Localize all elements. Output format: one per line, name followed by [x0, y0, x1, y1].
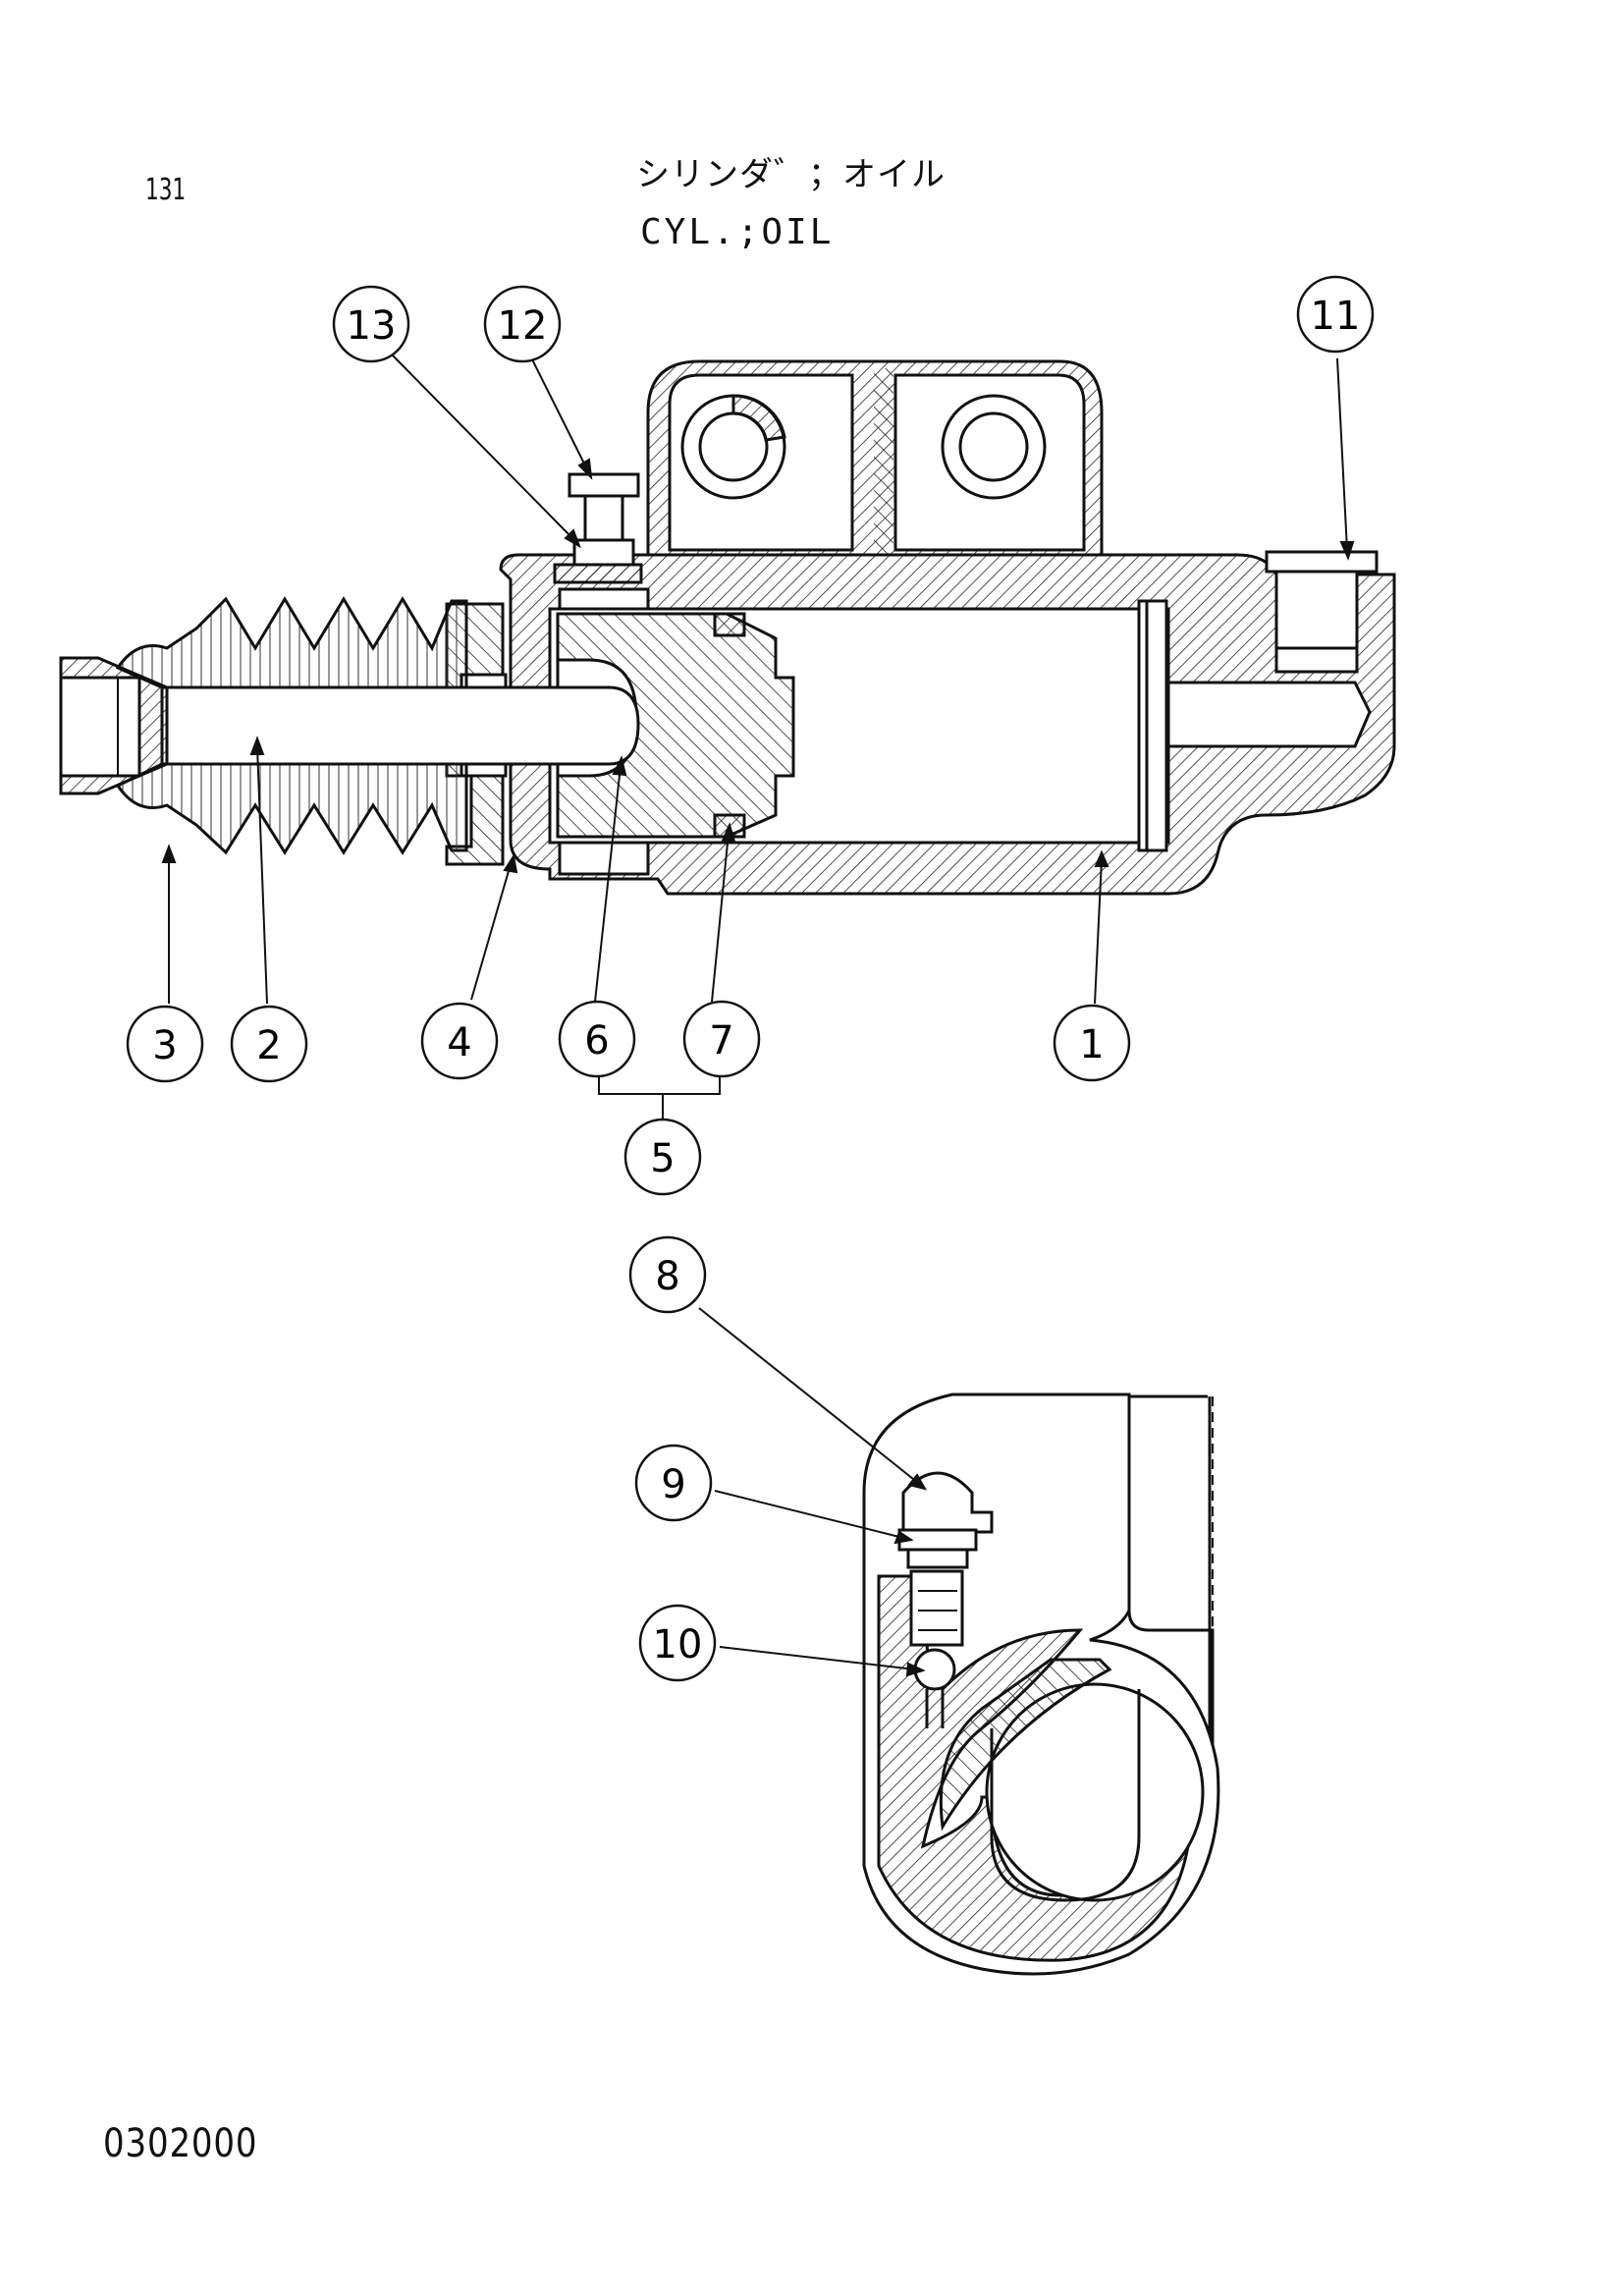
svg-text:2: 2 [256, 1023, 281, 1068]
svg-text:10: 10 [653, 1622, 703, 1667]
rod-end [59, 656, 169, 795]
svg-text:11: 11 [1311, 294, 1361, 339]
callout-12: 12 [483, 285, 562, 363]
callout-6: 6 [558, 1000, 636, 1078]
svg-text:9: 9 [661, 1462, 685, 1507]
cylinder-body [445, 359, 1396, 896]
svg-text:5: 5 [650, 1136, 675, 1181]
page-number: 131 [145, 173, 187, 207]
callout-1: 1 [1053, 1004, 1131, 1082]
callout-3: 3 [126, 1005, 204, 1083]
svg-text:4: 4 [447, 1020, 471, 1066]
push-rod [160, 685, 640, 766]
svg-text:7: 7 [709, 1018, 733, 1064]
svg-text:6: 6 [584, 1018, 609, 1064]
svg-text:13: 13 [347, 303, 397, 349]
title-english: CYL.;OIL [640, 212, 835, 252]
callout-9: 9 [634, 1444, 713, 1522]
rubber-boot [115, 596, 468, 855]
svg-text:8: 8 [655, 1254, 679, 1299]
callout-10: 10 [638, 1604, 717, 1682]
svg-text:3: 3 [152, 1023, 177, 1068]
svg-text:12: 12 [498, 303, 548, 349]
callout-4: 4 [420, 1002, 499, 1080]
callout-5: 5 [623, 1118, 702, 1196]
document-code: 0302000 [103, 2121, 258, 2166]
callout-8: 8 [628, 1235, 707, 1314]
bolt [553, 472, 643, 584]
callout-13: 13 [332, 285, 410, 363]
callout-2: 2 [230, 1005, 308, 1083]
callout-11: 11 [1296, 275, 1375, 354]
callout-7: 7 [682, 1000, 761, 1078]
leader-lines [161, 355, 1355, 1677]
title-japanese: シリンダ゛；オイル [636, 155, 946, 194]
svg-text:1: 1 [1079, 1022, 1104, 1067]
